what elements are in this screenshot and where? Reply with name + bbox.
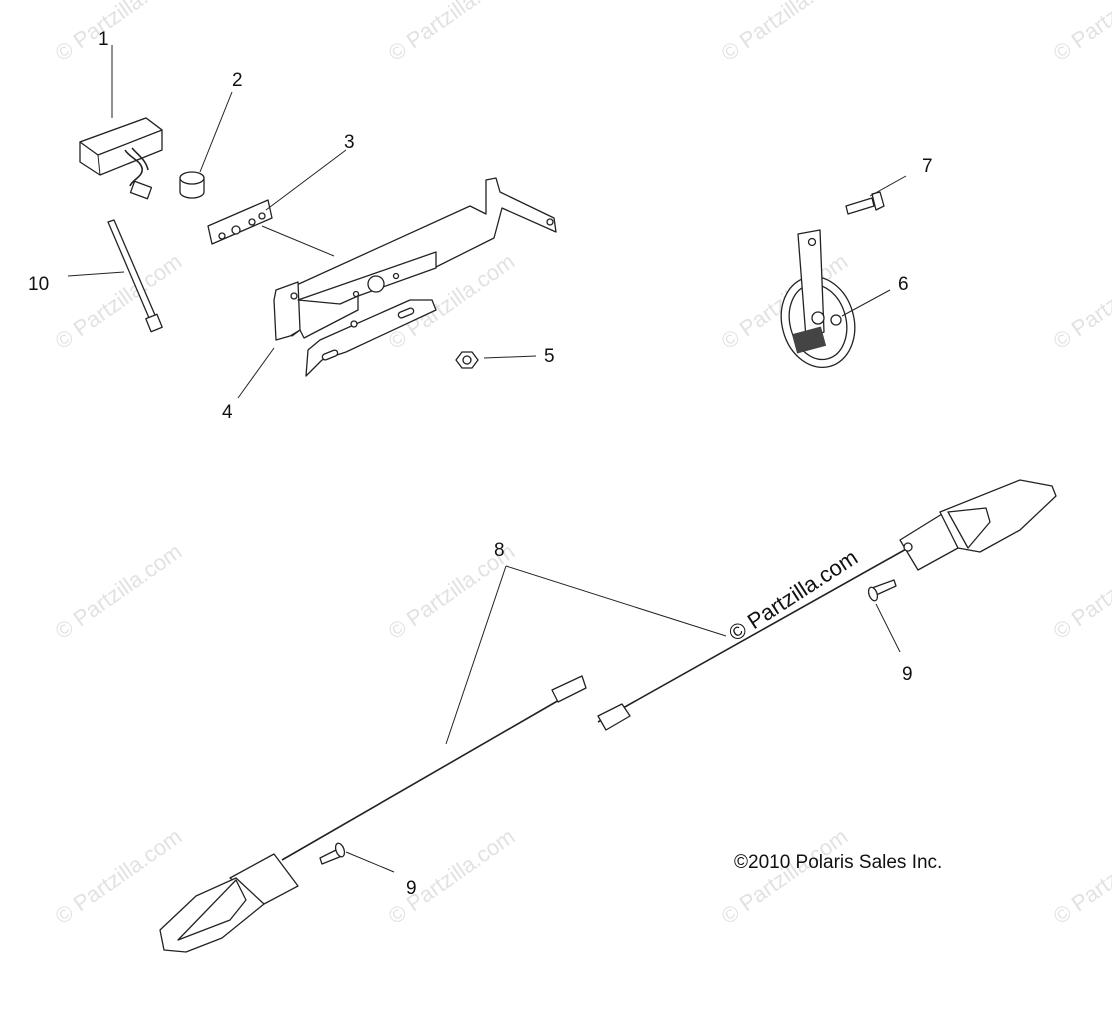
callout-5: 5 — [544, 346, 555, 367]
leader-lines — [67, 45, 907, 873]
watermark: © Partzilla.com — [1049, 824, 1112, 930]
screw-icon — [319, 842, 346, 865]
callout-9: 9 — [406, 878, 417, 899]
watermark: © Partzilla.com — [51, 0, 187, 66]
turn-signal-icon — [159, 675, 587, 953]
watermark: © Partzilla.com — [51, 249, 187, 355]
watermark: © Partzilla.com — [717, 824, 853, 930]
callout-7: 7 — [922, 156, 933, 177]
copyright-text: ©2010 Polaris Sales Inc. — [734, 852, 942, 873]
watermark: © Partzilla.com — [384, 0, 520, 66]
plate-icon — [207, 199, 273, 245]
watermark: © Partzilla.com — [51, 539, 187, 645]
callout-6: 6 — [898, 274, 909, 295]
bracket-icon — [273, 177, 557, 377]
spacer-icon — [179, 171, 205, 199]
center-watermark: © Partzilla.com — [724, 544, 862, 646]
horn-icon — [780, 229, 856, 369]
callout-9: 9 — [902, 664, 913, 685]
watermark: © Partzilla.com — [1049, 0, 1112, 66]
watermark: © Partzilla.com — [51, 824, 187, 930]
screw-icon — [867, 579, 897, 602]
callout-10: 10 — [28, 274, 49, 295]
callout-2: 2 — [232, 70, 243, 91]
nut-icon — [455, 351, 479, 369]
callout-1: 1 — [98, 29, 109, 50]
bolt-icon — [845, 191, 885, 215]
watermark: © Partzilla.com — [384, 824, 520, 930]
tail-light-icon — [79, 117, 163, 200]
watermark-layer: © Partzilla.com © Partzilla.com © Partzi… — [51, 0, 1112, 929]
callout-8: 8 — [494, 540, 505, 561]
callout-4: 4 — [222, 402, 233, 423]
watermark: © Partzilla.com — [1049, 249, 1112, 355]
watermark: © Partzilla.com — [1049, 539, 1112, 645]
callout-3: 3 — [344, 132, 355, 153]
watermark: © Partzilla.com — [717, 0, 853, 66]
cable-tie-icon — [107, 219, 163, 333]
turn-signal-icon — [597, 479, 1057, 731]
callouts: 1 2 3 4 5 6 7 8 9 9 10 — [28, 29, 933, 899]
